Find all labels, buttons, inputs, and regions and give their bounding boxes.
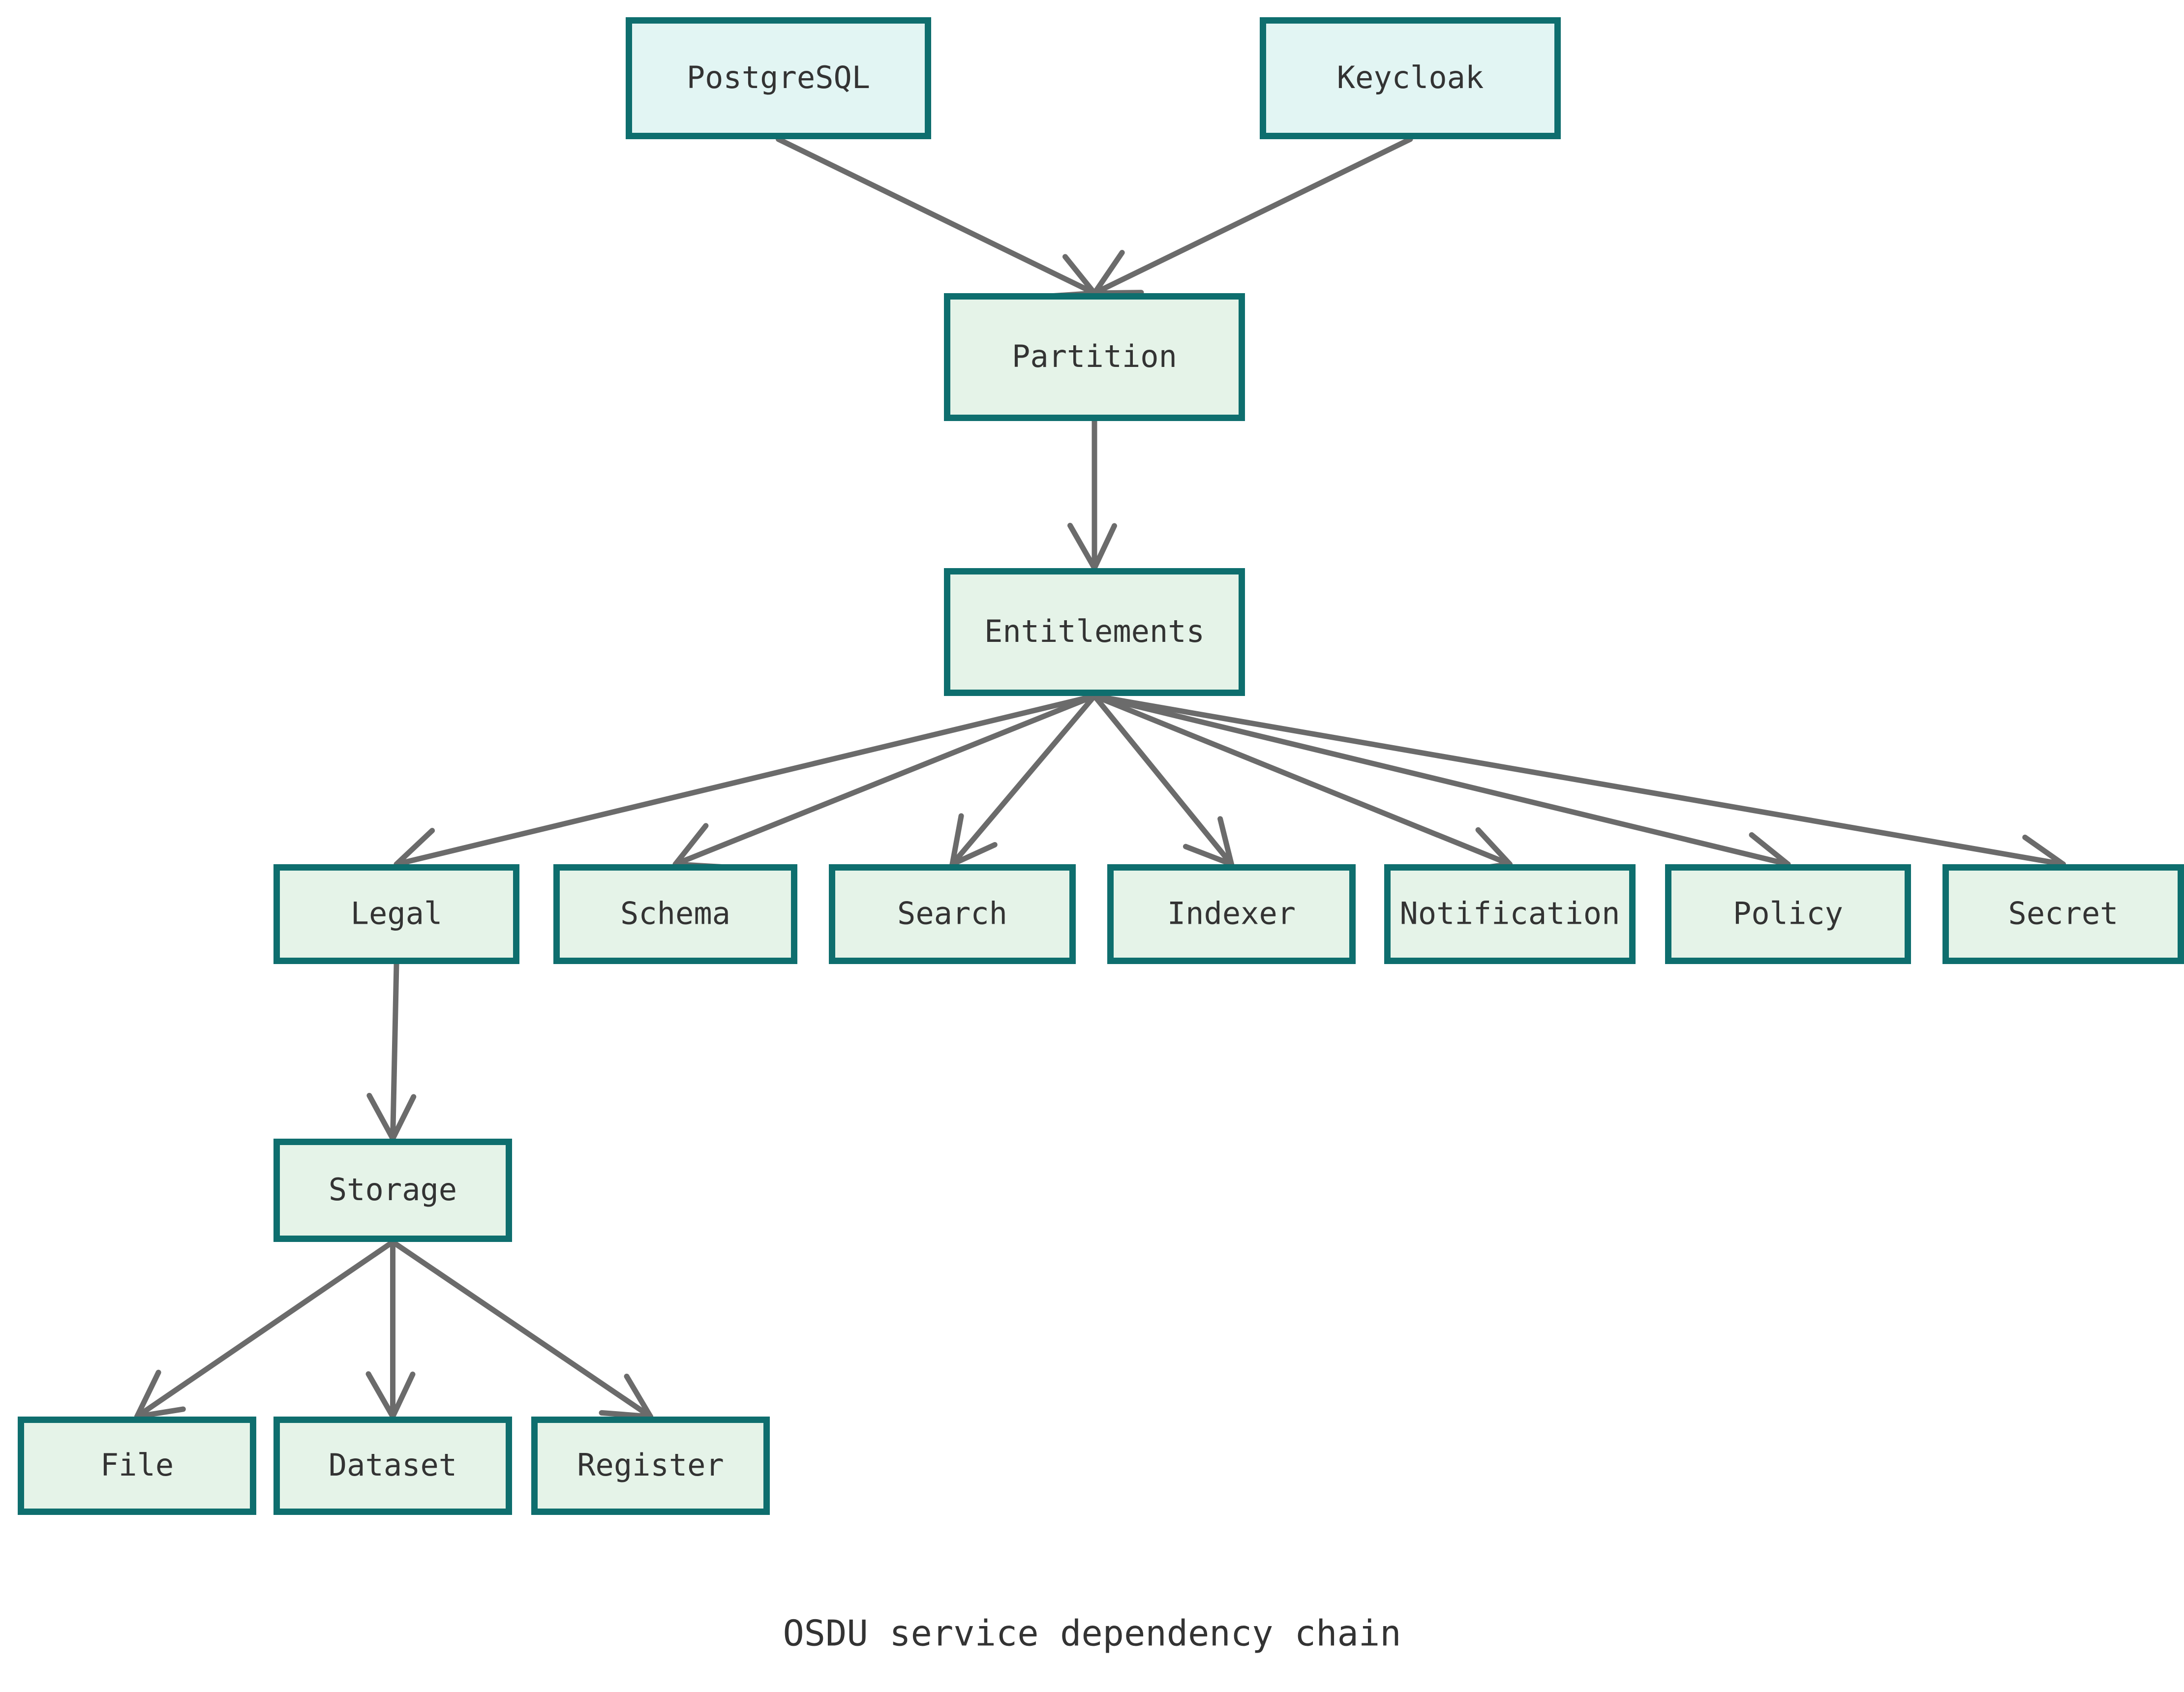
node-label: Policy <box>1733 896 1843 932</box>
node-label: Register <box>577 1447 724 1483</box>
node-label: Keycloak <box>1337 60 1484 95</box>
edge-entitlements-to-notification <box>1092 693 1513 867</box>
node-schema[interactable]: Schema <box>553 864 797 964</box>
node-label: Storage <box>329 1172 457 1208</box>
node-file[interactable]: File <box>18 1417 256 1515</box>
node-box <box>531 1417 770 1515</box>
node-label: PostgreSQL <box>687 60 870 95</box>
node-label: Legal <box>351 896 443 932</box>
edges-layer <box>134 136 2066 1420</box>
node-label: Entitlements <box>984 613 1205 649</box>
node-dataset[interactable]: Dataset <box>273 1417 512 1515</box>
node-box <box>273 1417 512 1515</box>
node-label: Dataset <box>329 1447 457 1483</box>
node-box <box>553 864 797 964</box>
node-box <box>944 293 1245 421</box>
node-legal[interactable]: Legal <box>273 864 519 964</box>
node-box <box>1107 864 1356 964</box>
node-label: Partition <box>1012 338 1177 374</box>
edge-postgresql-to-partition <box>776 136 1097 296</box>
node-box <box>829 864 1076 964</box>
diagram-caption: OSDU service dependency chain <box>783 1613 1401 1654</box>
edge-entitlements-to-policy <box>1092 693 1791 867</box>
node-keycloak[interactable]: Keycloak <box>1260 17 1561 139</box>
node-entitlements[interactable]: Entitlements <box>944 568 1245 696</box>
edge-keycloak-to-partition <box>1092 136 1413 296</box>
node-indexer[interactable]: Indexer <box>1107 864 1356 964</box>
edge-storage-to-register <box>390 1239 653 1420</box>
edge-entitlements-to-search <box>949 693 1097 867</box>
node-label: Indexer <box>1167 896 1296 932</box>
edge-entitlements-to-secret <box>1092 693 2066 867</box>
node-label: Notification <box>1400 896 1620 932</box>
node-postgresql[interactable]: PostgreSQL <box>626 17 931 139</box>
node-box <box>1942 864 2184 964</box>
node-label: Secret <box>2008 896 2119 932</box>
edge-entitlements-to-schema <box>672 693 1097 867</box>
edge-storage-to-file <box>134 1239 395 1420</box>
node-label: Search <box>897 896 1007 932</box>
node-label: Schema <box>620 896 730 932</box>
edge-entitlements-to-indexer <box>1092 693 1234 867</box>
edge-legal-to-storage <box>390 961 399 1142</box>
node-policy[interactable]: Policy <box>1665 864 1911 964</box>
node-box <box>1665 864 1911 964</box>
node-box <box>273 864 519 964</box>
node-box <box>944 568 1245 696</box>
node-box <box>273 1139 512 1242</box>
edge-entitlements-to-legal <box>394 693 1097 867</box>
node-box <box>626 17 931 139</box>
nodes-layer: PostgreSQL KeycloakPartitionEntitlementsL… <box>18 17 2184 1515</box>
node-search[interactable]: Search <box>829 864 1076 964</box>
node-label: File <box>100 1447 174 1483</box>
node-box <box>1384 864 1636 964</box>
node-notification[interactable]: Notification <box>1384 864 1636 964</box>
node-box <box>18 1417 256 1515</box>
node-secret[interactable]: Secret <box>1942 864 2184 964</box>
node-box <box>1260 17 1561 139</box>
node-partition[interactable]: Partition <box>944 293 1245 421</box>
node-storage[interactable]: Storage <box>273 1139 512 1242</box>
node-register[interactable]: Register <box>531 1417 770 1515</box>
